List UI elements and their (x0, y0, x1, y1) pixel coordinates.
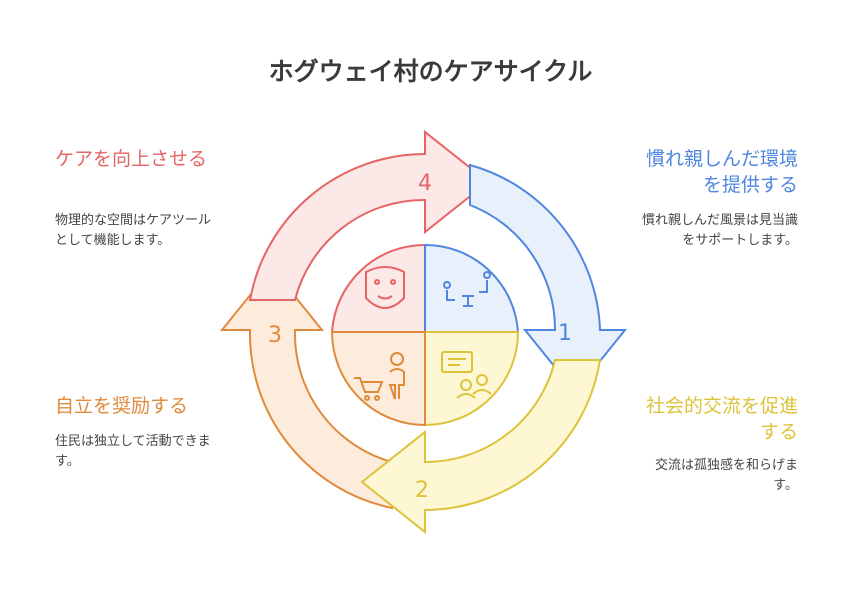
quadrant-bottom-left (330, 331, 426, 427)
quadrant-top-right (424, 243, 520, 333)
people-seated-icon (443, 271, 491, 307)
step-3-heading: 自立を奨励する (55, 395, 189, 417)
shopping-cart-person-icon (354, 352, 405, 401)
step-number-4: 4 (418, 171, 432, 196)
quadrant-top-left (330, 243, 426, 333)
step-number-3: 3 (268, 323, 282, 348)
arrow-step-4 (248, 129, 490, 301)
step-1-heading: 慣れ親しんだ環境を提供する (645, 148, 798, 196)
arrow-step-1 (469, 163, 628, 394)
quadrant-bottom-right (424, 331, 520, 427)
page-title: ホグウェイ村のケアサイクル (268, 57, 593, 86)
conversation-icon (441, 351, 492, 399)
step-3-description: 住民は独立して活動できます。 (55, 434, 211, 469)
step-2-description: 交流は孤独感を和らげます。 (654, 458, 798, 493)
step-1-description: 慣れ親しんだ風景は見当識をサポートします。 (641, 213, 798, 248)
step-4-heading: ケアを向上させる (55, 148, 208, 170)
step-number-1: 1 (558, 321, 572, 346)
step-2-heading: 社会的交流を促進する (645, 395, 798, 443)
arrow-step-2 (360, 359, 602, 535)
arrow-step-3 (219, 266, 393, 510)
step-4-description: 物理的な空間はケアツールとして機能します。 (55, 213, 212, 248)
step-number-2: 2 (415, 478, 429, 503)
face-mask-icon (365, 266, 405, 309)
